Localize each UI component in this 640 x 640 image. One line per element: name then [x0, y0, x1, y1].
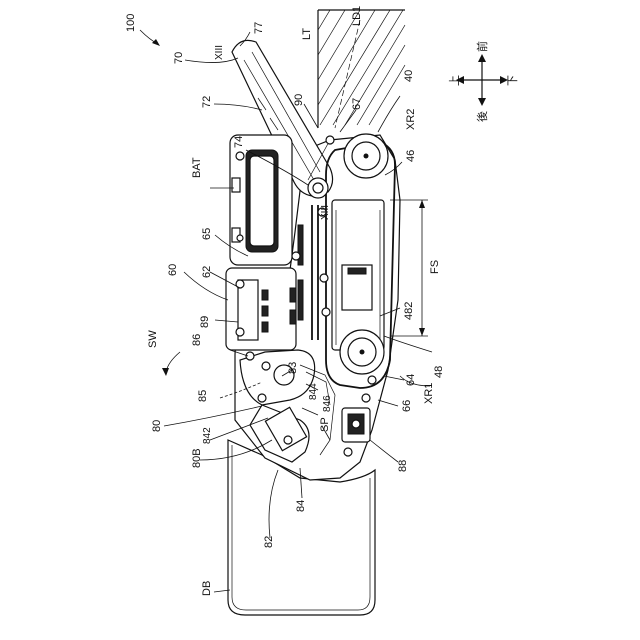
label-70: 70	[173, 52, 185, 64]
label-482: 482	[403, 302, 415, 320]
label-lt: LT	[301, 28, 313, 40]
label-xr1: XR1	[423, 383, 435, 404]
label-60: 60	[167, 264, 179, 276]
label-88: 88	[397, 460, 409, 472]
label-65: 65	[201, 228, 213, 240]
dir-rear: 後	[475, 111, 489, 122]
dir-down: 下	[506, 75, 519, 86]
dir-up: 上	[448, 75, 461, 86]
label-89: 89	[199, 316, 211, 328]
label-db: DB	[201, 581, 213, 596]
label-46: 46	[405, 150, 417, 162]
label-ld1: LD1	[351, 6, 363, 26]
label-80: 80	[151, 420, 163, 432]
label-64: 64	[405, 374, 417, 386]
label-85: 85	[197, 390, 209, 402]
label-xr2: XR2	[405, 109, 417, 130]
label-74: 74	[233, 136, 245, 148]
label-sp: SP	[319, 417, 331, 432]
switch-unit	[226, 268, 296, 350]
label-40: 40	[403, 70, 415, 82]
label-77: 77	[253, 22, 265, 34]
label-66: 66	[401, 400, 413, 412]
label-48: 48	[433, 366, 445, 378]
label-xiii-top: XIII	[214, 45, 225, 60]
label-fs: FS	[429, 260, 441, 274]
label-xiii-mid: XIII	[320, 205, 331, 220]
label-sw: SW	[147, 330, 159, 348]
label-84: 84	[295, 500, 307, 512]
label-bat: BAT	[191, 157, 203, 178]
front-roller	[344, 134, 388, 178]
label-842: 842	[202, 427, 213, 444]
label-100: 100	[125, 14, 137, 32]
label-67: 67	[351, 98, 363, 110]
rear-roller	[340, 330, 384, 374]
label-846: 846	[322, 395, 333, 412]
label-86: 86	[191, 334, 203, 346]
direction-indicator: 前 上 下 後	[448, 41, 519, 122]
label-90: 90	[293, 94, 305, 106]
label-844: 844	[308, 383, 319, 400]
label-62: 62	[201, 266, 213, 278]
dir-front: 前	[475, 41, 489, 52]
label-72: 72	[201, 96, 213, 108]
label-80b: 80B	[191, 448, 203, 468]
lever	[342, 408, 370, 442]
label-82: 82	[263, 536, 275, 548]
label-83: 83	[287, 362, 299, 374]
